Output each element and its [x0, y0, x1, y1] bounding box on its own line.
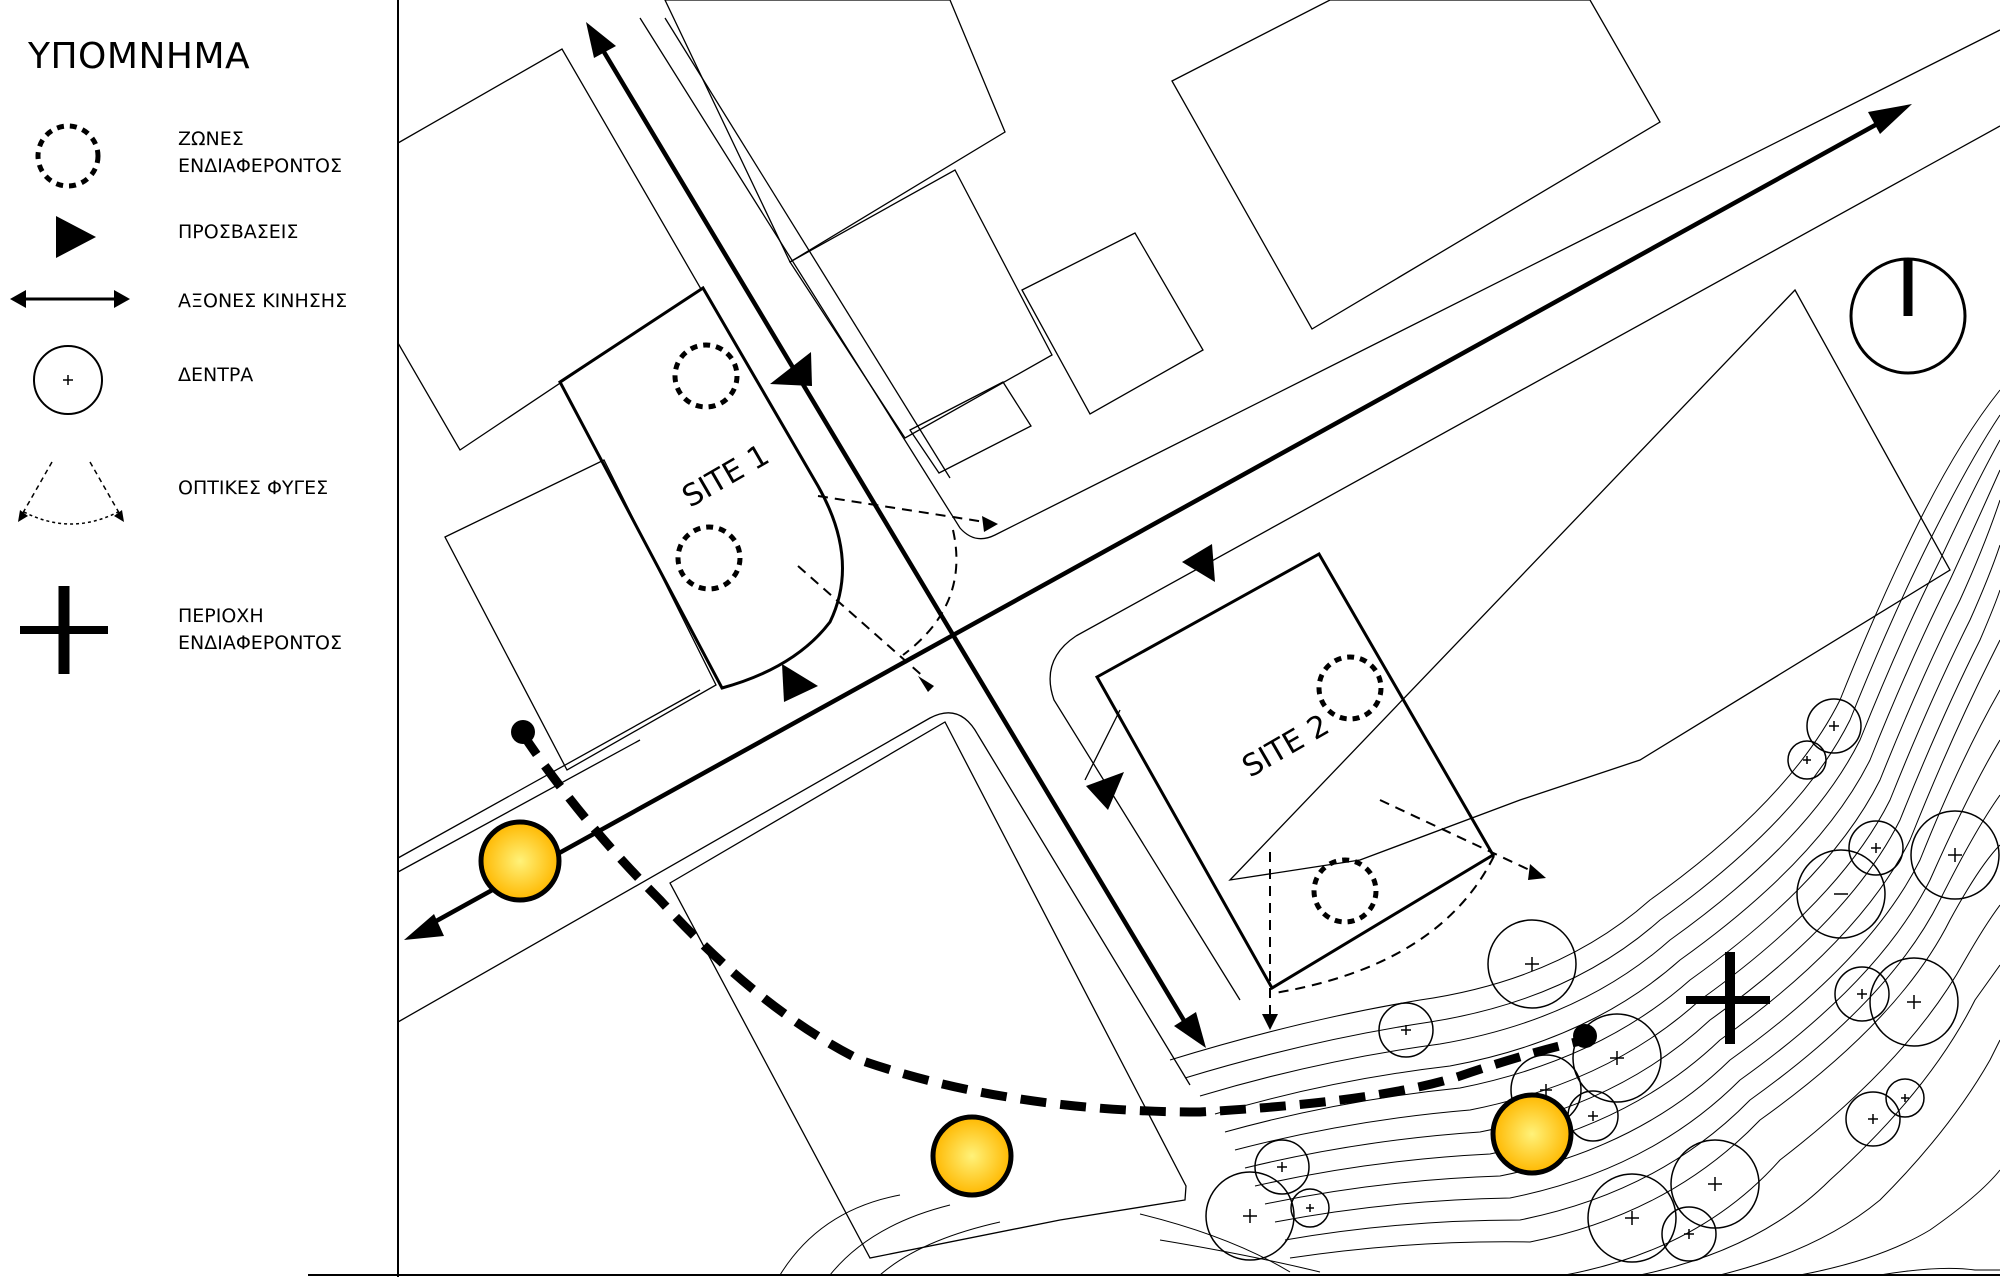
site-1: SITE 1 — [558, 285, 844, 690]
movement-axes — [418, 40, 1890, 1036]
access-points — [770, 352, 1215, 810]
tree — [1848, 820, 1904, 876]
building — [909, 381, 1032, 474]
zone-of-interest — [672, 342, 740, 410]
buildings — [397, 0, 1951, 1259]
tree — [1885, 1078, 1925, 1118]
tree — [1869, 957, 1959, 1047]
building — [669, 721, 1187, 1259]
tree — [1661, 1206, 1717, 1262]
points-of-interest — [478, 819, 1574, 1198]
legend-label-axes: ΑΞΟΝΕΣ ΚΙΝΗΣΗΣ — [178, 290, 348, 312]
building — [1228, 288, 1951, 881]
building — [397, 48, 702, 451]
poi-marker — [1490, 1092, 1574, 1176]
legend-label-trees: ΔΕΝΤΡΑ — [178, 364, 254, 386]
path-endpoint — [511, 720, 535, 744]
arrowhead — [586, 22, 616, 58]
contour-lines — [779, 389, 2000, 1276]
legend-label-line: ΠΕΡΙΟΧΗ — [178, 605, 264, 627]
access-triangle — [1086, 772, 1124, 810]
tree — [1834, 966, 1890, 1022]
legend-label-line: ΖΩΝΕΣ — [178, 128, 244, 150]
double-arrow-icon — [10, 290, 130, 308]
axis-line — [596, 40, 1194, 1036]
map-frame — [308, 0, 2000, 1277]
tree — [1787, 740, 1827, 780]
poi-marker — [478, 819, 562, 903]
tree — [1254, 1139, 1310, 1195]
legend-label-zones: ΖΩΝΕΣ ΕΝΔΙΑΦΕΡΟΝΤΟΣ — [178, 126, 342, 180]
tree — [1796, 849, 1886, 939]
north-arrow-icon — [1849, 257, 1967, 375]
tree — [1567, 1090, 1619, 1142]
axis-arrowheads — [404, 22, 1912, 1048]
area-of-interest-cross — [1686, 952, 1770, 1044]
tree — [1806, 698, 1862, 754]
path-endpoint — [1573, 1024, 1597, 1048]
tree-icon — [33, 345, 103, 415]
zone-of-interest — [675, 524, 743, 592]
building — [664, 0, 1006, 263]
access-triangle — [782, 664, 818, 702]
tree — [1845, 1091, 1901, 1147]
tree — [1587, 1173, 1677, 1263]
legend-label-line: ΕΝΔΙΑΦΕΡΟΝΤΟΣ — [178, 632, 342, 654]
tree — [1378, 1002, 1434, 1058]
site-2: SITE 2 — [1094, 551, 1496, 991]
access-triangle — [1182, 544, 1215, 582]
building — [1021, 232, 1204, 415]
arrowhead — [1868, 104, 1912, 134]
tree — [1205, 1171, 1295, 1261]
tree — [1290, 1188, 1330, 1228]
road-edges — [397, 17, 2000, 1086]
legend-label-views: ΟΠΤΙΚΕΣ ΦΥΓΕΣ — [178, 477, 329, 499]
legend-label-access: ΠΡΟΣΒΑΣΕΙΣ — [178, 221, 299, 243]
arrowhead — [1174, 1012, 1206, 1048]
view-arrowheads — [918, 516, 1546, 1030]
tree — [1487, 919, 1577, 1009]
tree — [1670, 1139, 1760, 1229]
access-triangle — [770, 352, 812, 386]
arrowhead — [404, 914, 444, 940]
zone-of-interest — [1311, 857, 1379, 925]
legend-panel: ΥΠΟΜΝΗΜΑ ΖΩΝΕΣ ΕΝΔΙΑΦΕΡΟΝΤΟΣ ΠΡΟΣΒΑΣΕΙΣ … — [0, 0, 398, 1277]
pedestrian-path — [511, 720, 1597, 1117]
trees — [1205, 698, 2000, 1263]
legend-label-line: ΕΝΔΙΑΦΕΡΟΝΤΟΣ — [178, 155, 342, 177]
site-1-label: SITE 1 — [677, 438, 776, 515]
cross-icon — [20, 586, 108, 674]
view-cone-icon — [18, 461, 124, 525]
site-2-label: SITE 2 — [1237, 708, 1336, 785]
poi-marker — [930, 1114, 1014, 1198]
view-corridors — [797, 495, 1539, 1018]
triangle-arrow-icon — [56, 216, 96, 258]
zone-of-interest — [1316, 654, 1384, 722]
tree — [1572, 1013, 1662, 1103]
building — [444, 459, 717, 771]
tree — [1910, 810, 2000, 900]
legend-label-area: ΠΕΡΙΟΧΗ ΕΝΔΙΑΦΕΡΟΝΤΟΣ — [178, 603, 342, 657]
dashed-circle-icon — [35, 123, 101, 189]
building — [1171, 0, 1661, 330]
legend-title: ΥΠΟΜΝΗΜΑ — [28, 36, 251, 77]
axis-line — [418, 116, 1890, 932]
